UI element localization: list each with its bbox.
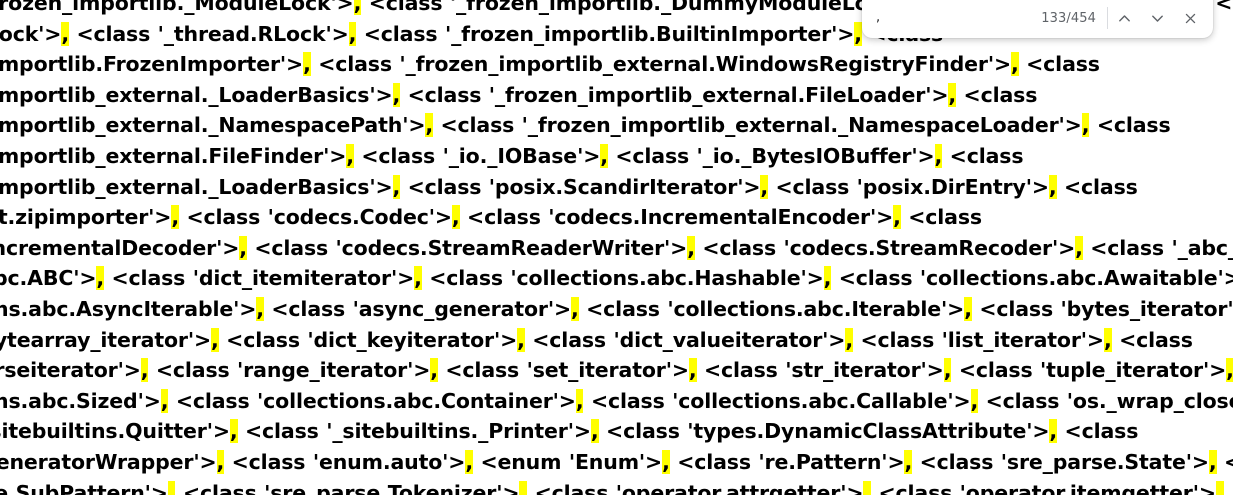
close-icon: [1183, 11, 1198, 26]
search-highlight: ,: [353, 0, 361, 15]
search-highlight: ,: [575, 388, 584, 413]
chevron-up-icon: [1116, 10, 1133, 27]
search-highlight: ,: [854, 21, 862, 46]
find-in-page-bar[interactable]: 133/454: [862, 0, 1213, 38]
search-highlight: ,: [96, 266, 105, 291]
search-highlight: ,: [1011, 52, 1019, 77]
search-highlight: ,: [662, 449, 670, 474]
search-highlight: ,: [688, 358, 697, 383]
search-highlight: ,: [160, 388, 169, 413]
find-input[interactable]: [876, 5, 1042, 31]
search-highlight: ,: [590, 419, 599, 444]
find-next-button[interactable]: [1141, 2, 1174, 35]
search-highlight: ,: [1215, 480, 1224, 495]
search-highlight: ,: [348, 21, 357, 46]
search-highlight: ,: [760, 174, 768, 199]
search-highlight: ,: [934, 143, 943, 168]
chevron-down-icon: [1149, 10, 1166, 27]
search-highlight: ,: [239, 235, 247, 260]
search-highlight: ,: [1226, 358, 1233, 383]
search-highlight: ,: [948, 82, 957, 107]
search-highlight: ,: [519, 480, 527, 495]
search-highlight: ,: [1049, 419, 1058, 444]
search-highlight: ,: [256, 296, 264, 321]
find-close-button[interactable]: [1174, 2, 1207, 35]
search-highlight: ,: [1208, 449, 1217, 474]
search-highlight: ,: [964, 296, 972, 321]
search-highlight: ,: [1075, 235, 1083, 260]
search-highlight: ,: [943, 358, 952, 383]
search-highlight: ,: [303, 52, 311, 77]
search-highlight: ,: [346, 143, 354, 168]
search-highlight: ,: [465, 449, 473, 474]
search-highlight: ,: [392, 82, 401, 107]
search-highlight: ,: [216, 449, 225, 474]
search-highlight: ,: [1081, 113, 1090, 138]
search-highlight: ,: [1103, 327, 1112, 352]
search-highlight: ,: [1048, 174, 1057, 199]
match-count-label: 133/454: [1041, 10, 1096, 26]
search-highlight: ,: [414, 266, 422, 291]
search-highlight: ,: [392, 174, 401, 199]
search-highlight: ,: [687, 235, 695, 260]
search-highlight: ,: [893, 205, 901, 230]
search-highlight: ,: [61, 21, 69, 46]
search-highlight: ,: [425, 113, 433, 138]
search-highlight: ,: [517, 327, 525, 352]
search-highlight: ,: [430, 358, 438, 383]
search-highlight: ,: [451, 205, 460, 230]
search-highlight: ,: [970, 388, 979, 413]
find-bar-inner: 133/454: [862, 0, 1213, 38]
search-highlight: ,: [571, 296, 579, 321]
find-bar-divider: [1107, 7, 1108, 29]
search-highlight: ,: [171, 205, 179, 230]
find-previous-button[interactable]: [1108, 2, 1141, 35]
search-highlight: ,: [845, 327, 853, 352]
search-highlight: ,: [823, 266, 832, 291]
search-highlight: ,: [600, 143, 608, 168]
search-highlight: ,: [167, 480, 176, 495]
search-highlight: ,: [904, 449, 913, 474]
search-highlight: ,: [229, 419, 238, 444]
search-highlight: ,: [140, 358, 149, 383]
search-highlight: ,: [211, 327, 219, 352]
search-highlight: ,: [863, 480, 871, 495]
